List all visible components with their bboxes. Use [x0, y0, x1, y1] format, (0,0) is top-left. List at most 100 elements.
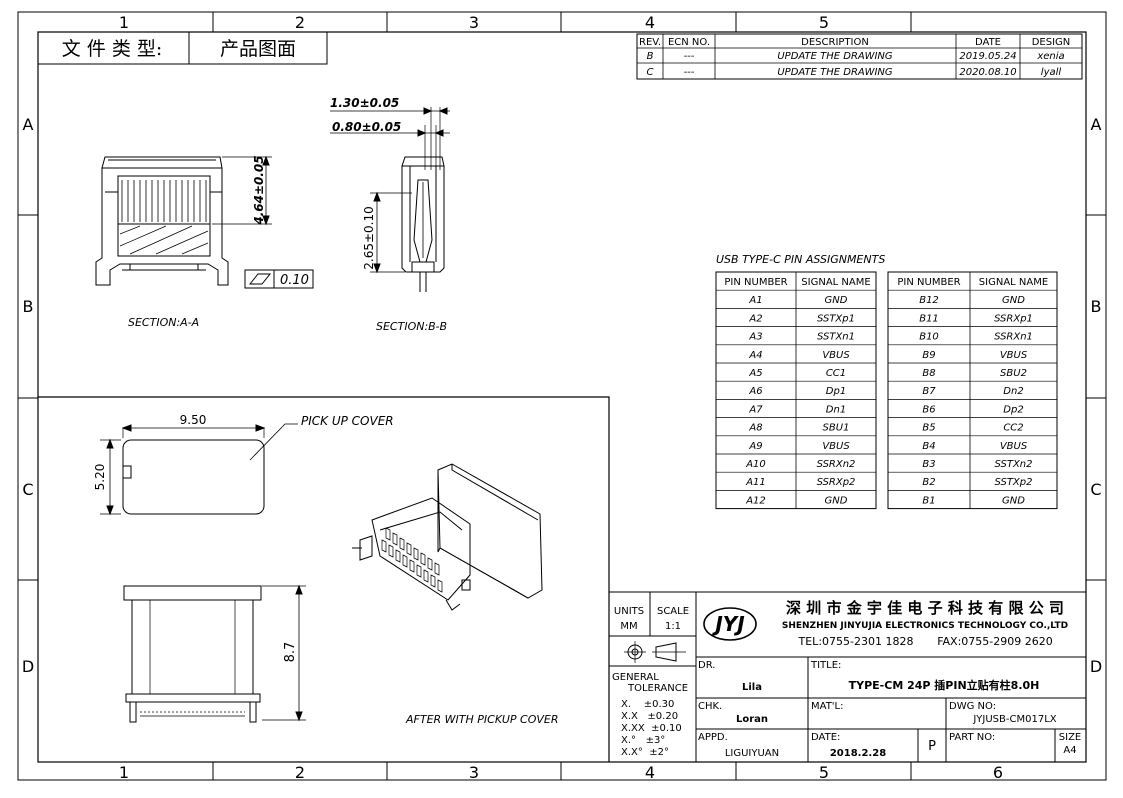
pin-number-a3: A3 [748, 332, 762, 343]
pin-number-a4: A4 [748, 350, 762, 361]
pin-number-a12: A12 [745, 495, 766, 506]
side-view-caption: AFTER WITH PICKUP COVER [405, 713, 559, 726]
signal-name-b8: SBU2 [1000, 368, 1027, 379]
size-label: SIZE [1059, 732, 1081, 743]
rev-row-1-date: 2019.05.24 [959, 51, 1016, 62]
section-aa-drawing [95, 155, 272, 286]
pin-number-a9: A9 [748, 441, 762, 452]
tolerance-line-5: X.X° ±2° [621, 747, 669, 758]
signal-name-a10: SSRXn2 [817, 459, 856, 470]
company-tel: TEL:0755-2301 1828 [798, 635, 914, 648]
signal-name-a1: GND [825, 295, 848, 306]
chk-label: CHK. [698, 701, 722, 712]
rev-row-1-design: xenia [1036, 51, 1064, 62]
pin-table-right-frame [887, 271, 1058, 510]
signal-name-a3: SSTXn1 [817, 332, 855, 343]
zone-col-5-top: 5 [819, 13, 829, 32]
pin-number-b9: B9 [922, 350, 935, 361]
date-label: DATE: [811, 732, 840, 743]
zone-col-4-top: 4 [645, 13, 655, 32]
pin-table-right-header-signal: SIGNAL NAME [979, 277, 1048, 288]
zone-col-3-bottom: 3 [469, 763, 479, 782]
chk-value: Loran [736, 714, 768, 725]
doc-type-value: 产品图面 [220, 38, 296, 60]
signal-name-b10: SSRXn1 [994, 332, 1033, 343]
pin-number-a8: A8 [748, 423, 762, 434]
dwg-label: DWG NO: [949, 701, 996, 712]
zone-row-c-right: C [1090, 480, 1101, 499]
signal-name-a12: GND [825, 495, 848, 506]
pin-number-b12: B12 [919, 295, 939, 306]
pin-number-a11: A11 [745, 477, 766, 488]
signal-name-b9: VBUS [1000, 350, 1028, 361]
zone-col-3-top: 3 [469, 13, 479, 32]
rev-header-design: DESIGN [1032, 37, 1071, 48]
dwg-value: JYJUSB-CM017LX [972, 714, 1056, 725]
general-label: GENERAL [612, 672, 659, 683]
zone-col-5-bottom: 5 [819, 763, 829, 782]
signal-name-a9: VBUS [822, 441, 850, 452]
p-mark: P [928, 739, 936, 754]
rev-header-desc: DESCRIPTION [801, 37, 869, 48]
rev-header-date: DATE [975, 37, 1001, 48]
zone-col-6-bottom: 6 [993, 763, 1003, 782]
pin-table-left-header-signal: SIGNAL NAME [801, 277, 870, 288]
zone-row-c-left: C [22, 480, 33, 499]
revision-table: REV. ECN NO. DESCRIPTION DATE DESIGN B -… [636, 33, 1083, 80]
rev-row-2-desc: UPDATE THE DRAWING [777, 67, 893, 78]
dim-width-b: 0.80±0.05 [332, 120, 401, 134]
signal-name-b7: Dn2 [1003, 386, 1023, 397]
company-logo: JYJ [711, 612, 745, 636]
pin-number-b4: B4 [922, 441, 935, 452]
zone-row-b-right: B [1091, 297, 1102, 316]
rev-header-rev: REV. [639, 37, 661, 48]
signal-name-b1: GND [1002, 495, 1025, 506]
dr-value: Lila [742, 682, 762, 693]
zone-row-b-left: B [23, 297, 34, 316]
signal-name-a2: SSTXp1 [817, 313, 855, 324]
tolerance-line-1: X. ±0.30 [621, 699, 674, 710]
tolerance-label: TOLERANCE [627, 683, 688, 694]
signal-name-b11: SSRXp1 [994, 313, 1033, 324]
isometric-connector-drawing [352, 463, 543, 611]
units-label: UNITS [614, 606, 644, 617]
pin-number-b10: B10 [919, 332, 939, 343]
rev-row-2-rev: C [647, 67, 654, 78]
cover-height-dim: 5.20 [93, 464, 107, 491]
rev-header-ecn: ECN NO. [668, 37, 710, 48]
pin-table-title: USB TYPE-C PIN ASSIGNMENTS [716, 253, 885, 266]
pin-number-b2: B2 [922, 477, 935, 488]
part-label: PART NO: [949, 732, 995, 743]
title-block [608, 591, 1087, 763]
signal-name-a5: CC1 [826, 368, 846, 379]
flatness-symbol [244, 269, 314, 289]
company-name-en: SHENZHEN JINYUJIA ELECTRONICS TECHNOLOGY… [782, 621, 1068, 631]
rev-row-2-date: 2020.08.10 [959, 67, 1016, 78]
date-value: 2018.2.28 [830, 748, 886, 759]
signal-name-b4: VBUS [1000, 441, 1028, 452]
pickup-cover-drawing [100, 423, 298, 516]
zone-col-2-bottom: 2 [295, 763, 305, 782]
appd-value: LIGUIYUAN [725, 748, 779, 759]
zone-row-a-right: A [1091, 115, 1102, 134]
zone-col-2-top: 2 [295, 13, 305, 32]
appd-label: APPD. [698, 732, 728, 743]
section-aa-label: SECTION:A-A [128, 316, 199, 329]
pin-table-left-header-pin: PIN NUMBER [724, 277, 787, 288]
rev-row-2-design: lyall [1041, 67, 1062, 78]
zone-col-1-top: 1 [119, 13, 129, 32]
total-height-dim: 8.7 [283, 642, 298, 663]
zone-row-d-right: D [1090, 657, 1102, 676]
pin-number-a6: A6 [748, 386, 762, 397]
company-name-cn: 深 圳 市 金 宇 佳 电 子 科 技 有 限 公 司 [786, 599, 1064, 617]
signal-name-b6: Dp2 [1003, 404, 1023, 415]
pin-number-a5: A5 [748, 368, 762, 379]
dim-width-a: 1.30±0.05 [330, 96, 399, 110]
dr-label: DR. [698, 660, 715, 671]
size-value: A4 [1063, 745, 1076, 756]
dim-height-a: 4.64±0.05 [252, 155, 266, 225]
pin-table-right-header-pin: PIN NUMBER [897, 277, 960, 288]
flatness-value: 0.10 [280, 273, 309, 288]
